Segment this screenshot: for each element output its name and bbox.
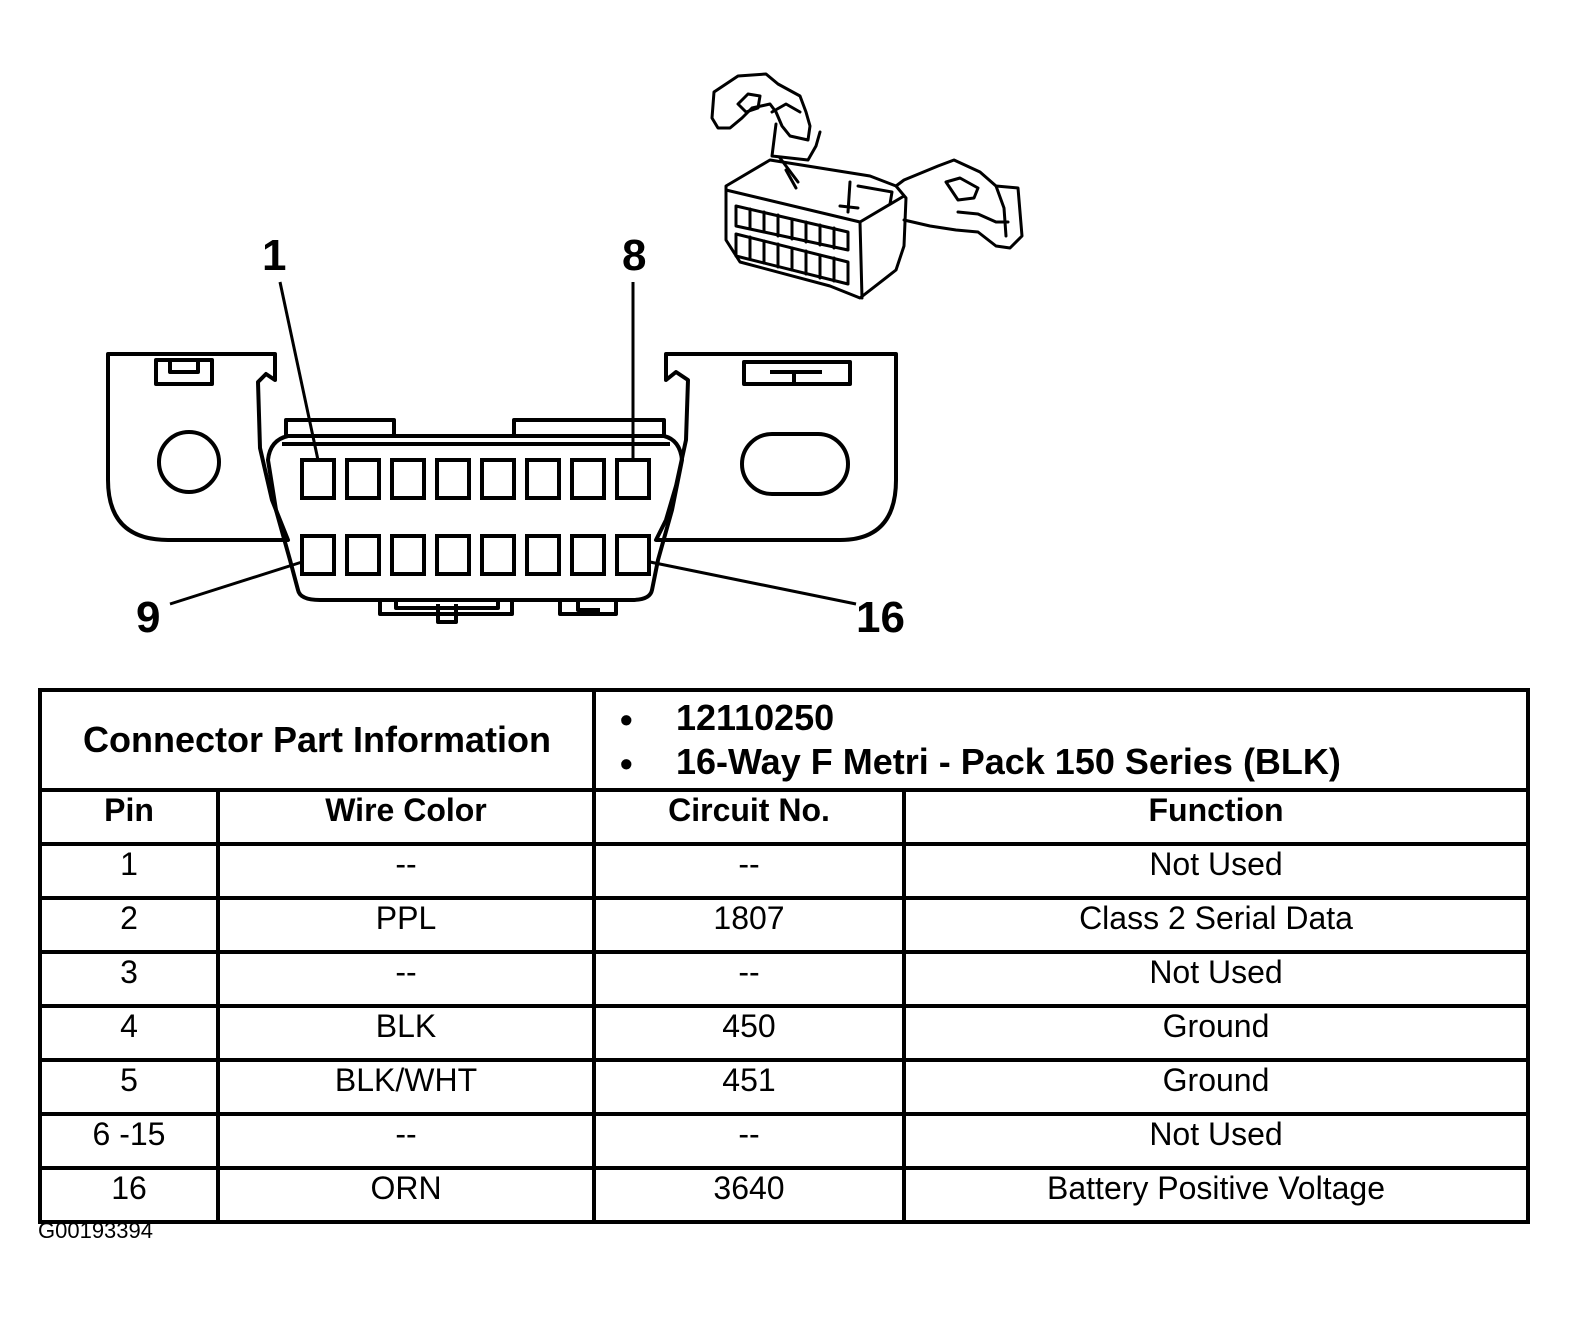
connector-front-view: [106, 352, 898, 624]
table-header-row: Pin Wire Color Circuit No. Function: [42, 792, 1527, 846]
cell-pin: 4: [42, 1008, 220, 1062]
cell-function: Battery Positive Voltage: [1047, 1170, 1385, 1206]
leader-line-pin-16: [649, 560, 857, 606]
header-circuit-no: Circuit No.: [596, 792, 906, 846]
cell-pin: 1: [42, 846, 220, 900]
pin-cavity-2: [345, 458, 381, 500]
pin-cavity-9: [300, 534, 336, 576]
pin-cavity-13: [480, 534, 516, 576]
cell-pin: 6 -15: [42, 1116, 220, 1170]
cell-circuit-no: 3640: [596, 1170, 906, 1220]
table-row: 16 ORN 3640 Battery Positive Voltage: [42, 1170, 1526, 1220]
connector-diagram: 1 8 9 16: [106, 72, 1024, 642]
cell-function: Ground: [906, 1062, 1527, 1116]
pin-cavity-6: [525, 458, 561, 500]
pin-label-1: 1: [262, 231, 286, 280]
pin-cavity-12: [435, 534, 471, 576]
table-row: 2 PPL 1807 Class 2 Serial Data: [42, 900, 1527, 954]
connector-part-number: • 12110250: [620, 696, 1526, 740]
cell-circuit-no: 1807: [596, 900, 906, 954]
pin-cavity-3: [390, 458, 426, 500]
connector-3d-illustration: [710, 72, 1024, 300]
cell-wire-color: PPL: [220, 900, 596, 954]
cell-pin: 16: [42, 1170, 220, 1220]
header-pin: Pin: [42, 792, 220, 846]
cell-function: Not Used: [906, 1116, 1527, 1170]
table-row: 6 -15 -- -- Not Used: [42, 1116, 1527, 1170]
pin-label-16: 16: [856, 593, 905, 642]
pin-cavity-8: [615, 458, 651, 500]
cell-wire-color: --: [220, 954, 596, 1008]
table-row: 1 -- -- Not Used: [42, 846, 1527, 900]
connector-info-values: • 12110250 • 16-Way F Metri - Pack 150 S…: [596, 692, 1527, 792]
cell-wire-color: --: [220, 1116, 596, 1170]
connector-description-text: 16-Way F Metri - Pack 150 Series (BLK): [676, 741, 1341, 782]
table-row: 4 BLK 450 Ground: [42, 1008, 1527, 1062]
pin-cavity-14: [525, 534, 561, 576]
table-row: 5 BLK/WHT 451 Ground: [42, 1062, 1527, 1116]
connector-pinout-table: Connector Part Information • 12110250 • …: [38, 688, 1531, 1224]
pin-cavity-10: [345, 534, 381, 576]
cell-function: Ground: [906, 1008, 1527, 1062]
pin-cavities-top-row: [300, 458, 651, 500]
pin-cavity-16: [615, 534, 651, 576]
cell-circuit-no: 450: [596, 1008, 906, 1062]
leader-line-pin-9: [169, 560, 303, 606]
cell-wire-color: BLK/WHT: [220, 1062, 596, 1116]
table-row: 3 -- -- Not Used: [42, 954, 1527, 1008]
image-id-label: G00193394: [38, 1218, 153, 1243]
cell-circuit-no: 451: [596, 1062, 906, 1116]
pin-cavity-11: [390, 534, 426, 576]
cell-circuit-no: --: [596, 954, 906, 1008]
connector-description: • 16-Way F Metri - Pack 150 Series (BLK): [620, 740, 1526, 784]
cell-function: Not Used: [906, 954, 1527, 1008]
cell-function: Not Used: [906, 846, 1527, 900]
cell-wire-color: --: [220, 846, 596, 900]
pin-label-9: 9: [136, 593, 160, 642]
cell-wire-color: ORN: [220, 1170, 596, 1220]
pin-cavity-5: [480, 458, 516, 500]
cell-pin: 3: [42, 954, 220, 1008]
cell-pin: 2: [42, 900, 220, 954]
pin-cavities-bottom-row: [300, 534, 651, 576]
pin-cavity-7: [570, 458, 606, 500]
cell-wire-color: BLK: [220, 1008, 596, 1062]
bullet-icon: •: [620, 743, 633, 784]
connector-info-row: Connector Part Information • 12110250 • …: [42, 692, 1527, 792]
header-function: Function: [906, 792, 1527, 846]
cell-function: Class 2 Serial Data: [906, 900, 1527, 954]
cell-circuit-no: --: [596, 846, 906, 900]
cell-circuit-no: --: [596, 1116, 906, 1170]
pin-cavity-4: [435, 458, 471, 500]
connector-part-number-text: 12110250: [676, 697, 835, 738]
connector-info-label: Connector Part Information: [42, 692, 596, 792]
leader-lines: [169, 281, 857, 606]
pin-cavity-15: [570, 534, 606, 576]
header-wire-color: Wire Color: [220, 792, 596, 846]
cell-pin: 5: [42, 1062, 220, 1116]
pin-label-8: 8: [622, 231, 646, 280]
leader-line-pin-1: [278, 281, 320, 461]
pin-cavity-1: [300, 458, 336, 500]
bullet-icon: •: [620, 699, 633, 740]
